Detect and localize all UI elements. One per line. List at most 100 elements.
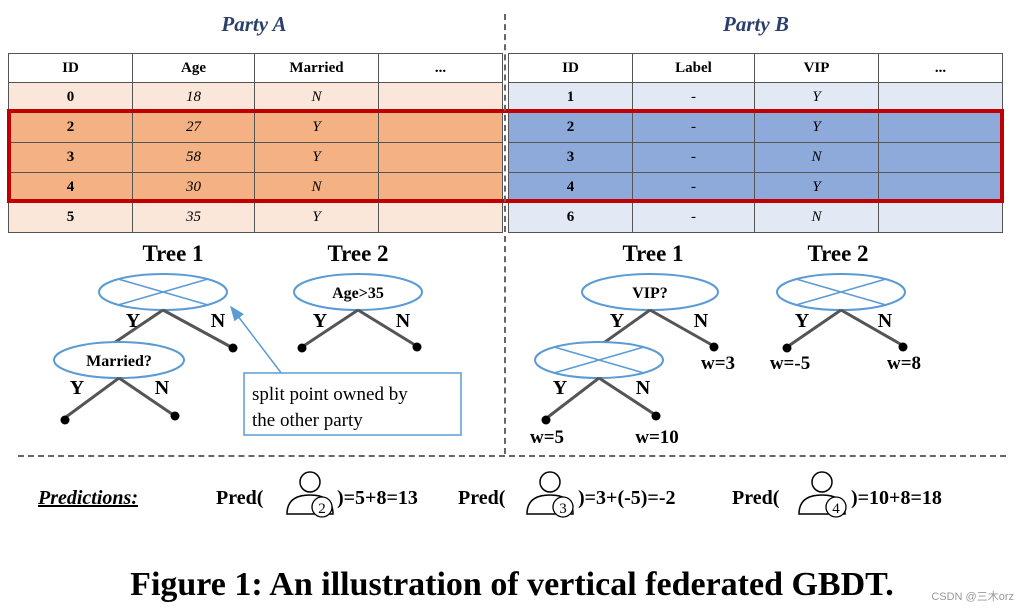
column-header: Married bbox=[254, 53, 379, 83]
table-cell: N bbox=[254, 172, 379, 203]
leaf-weight: w=8 bbox=[887, 353, 921, 374]
column-header: ... bbox=[878, 53, 1003, 83]
hidden-split-node bbox=[98, 273, 228, 311]
table-cell: - bbox=[632, 112, 755, 143]
table-cell bbox=[378, 202, 503, 233]
table-cell: 2 bbox=[508, 112, 633, 143]
tree-edge bbox=[301, 308, 359, 349]
split-node-label: Age>35 bbox=[332, 285, 384, 302]
callout-text: split point owned by bbox=[252, 384, 408, 405]
table-row: 0 18 N bbox=[8, 82, 503, 113]
table-cell: 4 bbox=[8, 172, 133, 203]
watermark: CSDN @三木orz bbox=[931, 591, 1014, 603]
pred-prefix: Pred( bbox=[216, 487, 264, 509]
party-b-title: Party B bbox=[723, 12, 789, 36]
yes-label: Y bbox=[70, 377, 85, 399]
no-label: N bbox=[396, 310, 411, 332]
tree-edge bbox=[840, 308, 903, 347]
split-node: Age>35 bbox=[293, 273, 423, 311]
leaf-node bbox=[651, 411, 661, 421]
table-cell bbox=[378, 172, 503, 203]
pred-result: )=10+8=18 bbox=[851, 487, 942, 509]
table-cell: 6 bbox=[508, 202, 633, 233]
tree-edge bbox=[162, 308, 232, 349]
pred-result: )=3+(-5)=-2 bbox=[578, 487, 676, 509]
figure-caption: Figure 1: An illustration of vertical fe… bbox=[130, 566, 894, 603]
leaf-node bbox=[541, 415, 551, 425]
leaf-node bbox=[228, 343, 238, 353]
trees-diagram: Tree 1 Y N Married? Y N split point owne… bbox=[53, 241, 921, 448]
table-row: 2 27 Y bbox=[8, 112, 503, 143]
table-cell: N bbox=[254, 82, 379, 113]
table-cell: 0 bbox=[8, 82, 133, 113]
column-header: ... bbox=[378, 53, 503, 83]
leaf-weight: w=10 bbox=[635, 427, 679, 448]
tree-edge bbox=[65, 376, 120, 419]
leaf-node bbox=[412, 342, 422, 352]
table-cell: - bbox=[632, 202, 755, 233]
table-cell: Y bbox=[754, 112, 879, 143]
table-cell: Y bbox=[254, 202, 379, 233]
column-header: Label bbox=[632, 53, 755, 83]
table-cell bbox=[878, 112, 1003, 143]
split-node: Married? bbox=[53, 341, 185, 379]
column-header: ID bbox=[508, 53, 633, 83]
no-label: N bbox=[636, 377, 651, 399]
table-cell: N bbox=[754, 142, 879, 173]
table-cell bbox=[878, 172, 1003, 203]
leaf-node bbox=[170, 411, 180, 421]
yes-label: Y bbox=[795, 310, 810, 332]
tree-edge bbox=[649, 308, 713, 347]
table-cell: - bbox=[632, 172, 755, 203]
leaf-node bbox=[782, 343, 792, 353]
table-cell: 27 bbox=[132, 112, 255, 143]
split-node-label: VIP? bbox=[632, 285, 668, 302]
hidden-split-node bbox=[534, 341, 664, 379]
leaf-node bbox=[297, 343, 307, 353]
tree-edge bbox=[118, 376, 173, 416]
table-cell: Y bbox=[254, 142, 379, 173]
leaf-node bbox=[898, 342, 908, 352]
table-row: 2 - Y bbox=[508, 112, 1003, 143]
column-header: VIP bbox=[754, 53, 879, 83]
party-a-title: Party A bbox=[221, 12, 287, 36]
column-header: ID bbox=[8, 53, 133, 83]
tree-title: Tree 2 bbox=[327, 241, 388, 266]
table-cell bbox=[878, 202, 1003, 233]
user-icon: 3 bbox=[526, 471, 574, 518]
yes-label: Y bbox=[313, 310, 328, 332]
table-row: 1 - Y bbox=[508, 82, 1003, 113]
user-icon: 2 bbox=[286, 471, 334, 518]
table-header-row: ID Label VIP ... bbox=[508, 53, 1003, 83]
tree-title: Tree 1 bbox=[142, 241, 203, 266]
table-cell: 3 bbox=[508, 142, 633, 173]
yes-label: Y bbox=[126, 310, 141, 332]
table-cell: 5 bbox=[8, 202, 133, 233]
tree-title: Tree 1 bbox=[622, 241, 683, 266]
table-cell: - bbox=[632, 142, 755, 173]
table-cell: 18 bbox=[132, 82, 255, 113]
table-row: 6 - N bbox=[508, 202, 1003, 233]
callout-arrow bbox=[230, 305, 283, 375]
table-cell bbox=[378, 112, 503, 143]
table-cell: Y bbox=[754, 82, 879, 113]
tree-edge bbox=[357, 308, 416, 347]
table-row: 5 35 Y bbox=[8, 202, 503, 233]
hidden-split-node bbox=[776, 273, 906, 311]
table-cell: Y bbox=[254, 112, 379, 143]
user-number: 3 bbox=[559, 501, 567, 517]
leaf-node bbox=[709, 342, 719, 352]
table-cell: 3 bbox=[8, 142, 133, 173]
pred-prefix: Pred( bbox=[458, 487, 506, 509]
tree-edge bbox=[598, 376, 655, 416]
user-number: 4 bbox=[832, 501, 840, 517]
pred-prefix: Pred( bbox=[732, 487, 780, 509]
column-header: Age bbox=[132, 53, 255, 83]
party-a-table: ID Age Married ... 0 18 N 2 27 Y 3 58 Y … bbox=[8, 53, 503, 233]
table-header-row: ID Age Married ... bbox=[8, 53, 503, 83]
table-cell bbox=[878, 142, 1003, 173]
user-number: 2 bbox=[318, 501, 326, 517]
leaf-weight: w=-5 bbox=[770, 353, 810, 374]
tree-edge bbox=[786, 308, 842, 349]
tree-edge bbox=[107, 308, 164, 349]
